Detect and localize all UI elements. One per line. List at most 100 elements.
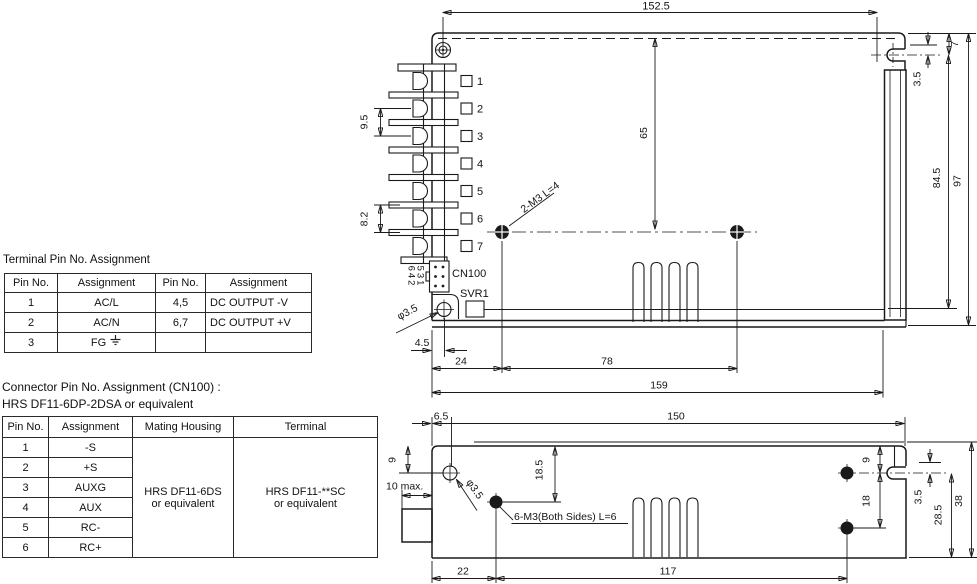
- dim-8-2: 8.2: [359, 212, 371, 227]
- dim-18-5: 18.5: [534, 460, 546, 481]
- header-cell: Assignment: [205, 273, 312, 293]
- side-view-heatsink-fins: [632, 497, 699, 557]
- header-cell: Pin No.: [4, 273, 58, 293]
- cell: 4: [2, 497, 49, 518]
- label-phi35-top: φ3.5: [395, 302, 420, 323]
- terminal-number-2: 2: [477, 104, 483, 116]
- label-6m3: 6-M3(Both Sides) L=6: [514, 511, 617, 523]
- cell: 2: [2, 457, 49, 478]
- dim-6-5: 6.5: [434, 411, 449, 423]
- cn100-label: CN100: [452, 268, 486, 280]
- dim-18: 18: [861, 495, 873, 507]
- side-view-case-outline: [401, 441, 947, 559]
- dim-65: 65: [638, 127, 650, 139]
- side-view-screws: [440, 463, 856, 537]
- mating-housing-cell: HRS DF11-6DS or equivalent: [132, 437, 234, 558]
- header-cell: Terminal: [233, 416, 378, 438]
- header-cell: Pin No.: [2, 416, 49, 438]
- label-2m3: 2-M3 L=4: [519, 180, 562, 216]
- terminal-number-4: 4: [477, 159, 483, 171]
- header-cell: Mating Housing: [132, 416, 234, 438]
- dim-159: 159: [650, 380, 668, 392]
- connector-table-row: 3 AUXG: [2, 477, 378, 498]
- label-phi35-side: φ3.5: [463, 477, 485, 502]
- cell: AC/N: [57, 312, 156, 333]
- dim-22: 22: [457, 566, 469, 578]
- cell: AUXG: [48, 477, 133, 498]
- connector-table-row: 1 -S HRS DF11-6DS or equivalent HRS DF11…: [2, 437, 378, 558]
- top-view-case-outline: [431, 32, 941, 328]
- connector-table-row: 5 RC-: [2, 517, 378, 538]
- top-view-dimensions: 152.5 65 2-M3 L=4 9.5 8.2 φ3.5 4.5 24 78: [359, 1, 976, 398]
- dim-117: 117: [660, 566, 677, 578]
- terminal-number-6: 6: [477, 214, 483, 226]
- dim-28-5: 28.5: [933, 505, 945, 526]
- connector-table-title-line2: HRS DF11-6DP-2DSA or equivalent: [2, 397, 194, 411]
- earth-ground-icon: [109, 335, 122, 350]
- dim-3-5-top: 3.5: [912, 72, 924, 87]
- svr1-potentiometer: [465, 300, 485, 318]
- header-cell: Assignment: [57, 273, 156, 293]
- connector-pin-table: Pin No. Assignment Mating Housing Termin…: [2, 416, 378, 558]
- mating-housing-line2: or equivalent: [151, 497, 215, 510]
- dim-9-left: 9: [387, 457, 399, 463]
- connector-table-row: 2 +S: [2, 457, 378, 478]
- terminal-line1: HRS DF11-**SC: [265, 485, 346, 498]
- cell: 6: [2, 537, 49, 558]
- cell: RC-: [48, 517, 133, 538]
- cell: 6,7: [155, 312, 206, 333]
- connector-table-header-row: Pin No. Assignment Mating Housing Termin…: [2, 416, 378, 438]
- terminal-number-5: 5: [477, 186, 483, 198]
- cell: 3: [4, 332, 58, 353]
- dim-4-5: 4.5: [415, 337, 430, 349]
- terminal-table-row: 3 FG: [4, 332, 312, 353]
- dim-38: 38: [953, 495, 965, 507]
- terminal-line2: or equivalent: [274, 497, 337, 510]
- terminal-table-row: 2 AC/N 6,7 DC OUTPUT +V: [4, 312, 312, 333]
- cn100-pin-row-even: 642: [406, 266, 417, 288]
- cell: +S: [48, 457, 133, 478]
- svr1-label: SVR1: [460, 288, 489, 300]
- side-view-dimensions: 6.5 150 9 10 max. φ3.5 18.5 6-M3(Both Si…: [386, 411, 977, 583]
- fg-label: FG: [90, 337, 107, 349]
- dim-7: 7: [949, 41, 961, 47]
- terminal-block: 1 2 3 4 5 6 7: [388, 63, 483, 265]
- connector-table-row: 6 RC+: [2, 537, 378, 558]
- cell: DC OUTPUT -V: [205, 292, 312, 313]
- terminal-table-header-row: Pin No. Assignment Pin No. Assignment: [4, 273, 312, 293]
- mating-housing-line1: HRS DF11-6DS: [144, 485, 222, 498]
- terminal-pin-table: Pin No. Assignment Pin No. Assignment 1 …: [4, 273, 312, 353]
- input-terminal-side-profile: [401, 508, 433, 543]
- terminal-number-1: 1: [477, 76, 483, 88]
- connector-table-title-line1: Connector Pin No. Assignment (CN100) :: [2, 380, 221, 394]
- dim-9-5: 9.5: [359, 115, 371, 130]
- cell: 5: [2, 517, 49, 538]
- cell: 2: [4, 312, 58, 333]
- cell: AUX: [48, 497, 133, 518]
- terminal-table-row: 1 AC/L 4,5 DC OUTPUT -V: [4, 292, 312, 313]
- cell: FG: [57, 332, 156, 353]
- header-cell: Pin No.: [155, 273, 206, 293]
- dim-10-max: 10 max.: [386, 481, 423, 493]
- terminal-number-7: 7: [477, 241, 483, 253]
- cell: -S: [48, 437, 133, 458]
- cell: [205, 332, 312, 353]
- header-cell: Assignment: [48, 416, 133, 438]
- dim-84-5: 84.5: [931, 168, 943, 189]
- cell: [155, 332, 206, 353]
- dim-97: 97: [952, 175, 964, 187]
- terminal-number-3: 3: [477, 131, 483, 143]
- top-view-heatsink-fins: [632, 261, 699, 322]
- dim-78: 78: [601, 356, 613, 368]
- cell: 1: [4, 292, 58, 313]
- cell: 1: [2, 437, 49, 458]
- terminal-table-title: Terminal Pin No. Assignment: [3, 254, 151, 266]
- cell: DC OUTPUT +V: [205, 312, 312, 333]
- cell: 3: [2, 477, 49, 498]
- cn100-connector: 642 531 CN100 SVR1: [406, 260, 489, 300]
- cell: 4,5: [155, 292, 206, 313]
- dim-3-5-side: 3.5: [913, 490, 925, 505]
- dim-9-right: 9: [861, 457, 873, 463]
